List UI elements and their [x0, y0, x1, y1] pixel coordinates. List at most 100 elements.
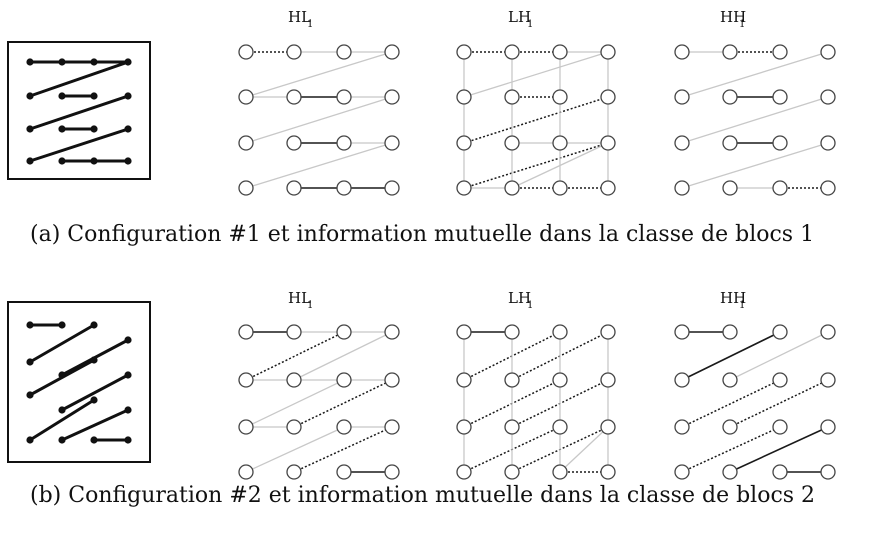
configuration-1-diagram-dot: [58, 125, 66, 133]
grid-node: [238, 419, 254, 435]
configuration-1-diagram-dot: [124, 157, 132, 165]
grid-node: [674, 324, 690, 340]
configuration-1-diagram-dot: [124, 125, 132, 133]
grid-node: [456, 44, 472, 60]
configuration-2-diagram-dot: [26, 321, 34, 329]
grid-node: [384, 372, 400, 388]
grid-edge-gray: [245, 142, 393, 189]
configuration-1-diagram-dot: [26, 157, 34, 165]
configuration-1-diagram-dot: [90, 92, 98, 100]
panel-title-hl: HL: [288, 289, 311, 307]
grid-node: [600, 44, 616, 60]
configuration-1-diagram-dot: [58, 92, 66, 100]
configuration-2-diagram-dot: [90, 396, 98, 404]
grid-node: [504, 372, 520, 388]
grid-node: [336, 44, 352, 60]
grid-node: [772, 372, 788, 388]
configuration-1-diagram-line: [29, 127, 129, 163]
grid-node: [820, 464, 836, 480]
grid-edge-dot: [463, 96, 609, 144]
configuration-1-diagram-dot: [90, 58, 98, 66]
grid-node: [336, 180, 352, 196]
grid-node: [552, 44, 568, 60]
grid-node: [820, 324, 836, 340]
configuration-2-diagram-dot: [90, 436, 98, 444]
grid-node: [722, 324, 738, 340]
grid-node: [722, 44, 738, 60]
grid-node: [552, 135, 568, 151]
configuration-2-diagram-dot: [124, 371, 132, 379]
grid-node: [552, 180, 568, 196]
grid-node: [552, 89, 568, 105]
grid-edge-gray: [729, 331, 829, 381]
configuration-2-diagram-dot: [90, 356, 98, 364]
grid-edge-solid: [681, 331, 781, 381]
grid-node: [674, 372, 690, 388]
grid-node: [674, 180, 690, 196]
panel-title-hh: HH: [720, 8, 746, 26]
grid-node: [456, 324, 472, 340]
configuration-2-diagram-dot: [58, 321, 66, 329]
grid-node: [504, 464, 520, 480]
grid-node: [820, 44, 836, 60]
grid-node: [504, 180, 520, 196]
configuration-1-diagram-dot: [26, 92, 34, 100]
grid-node: [238, 135, 254, 151]
grid-node: [600, 372, 616, 388]
panel-title-subscript: 1: [307, 19, 313, 30]
grid-node: [504, 419, 520, 435]
grid-node: [772, 44, 788, 60]
grid-node: [552, 464, 568, 480]
grid-node: [384, 135, 400, 151]
grid-edge-gray: [463, 51, 609, 98]
grid-node: [384, 324, 400, 340]
grid-node: [456, 89, 472, 105]
grid-node: [456, 372, 472, 388]
grid-node: [820, 180, 836, 196]
configuration-1-diagram-frame: [7, 41, 151, 180]
grid-node: [674, 89, 690, 105]
grid-node: [238, 324, 254, 340]
grid-node: [336, 89, 352, 105]
grid-node: [286, 89, 302, 105]
grid-node: [772, 324, 788, 340]
configuration-2-diagram-dot: [26, 436, 34, 444]
panel-title-lh: LH: [508, 8, 531, 26]
grid-node: [552, 372, 568, 388]
grid-node: [772, 180, 788, 196]
grid-node: [722, 135, 738, 151]
grid-node: [336, 324, 352, 340]
panel-title-subscript: 1: [527, 19, 533, 30]
caption-a: (a) Configuration #1 et information mutu…: [30, 222, 815, 247]
configuration-2-diagram-dot: [26, 391, 34, 399]
configuration-2-diagram-dot: [124, 436, 132, 444]
configuration-1-diagram-dot: [124, 92, 132, 100]
configuration-1-diagram-dot: [124, 58, 132, 66]
grid-edge-gray: [559, 426, 609, 473]
configuration-2-diagram: [7, 301, 151, 463]
grid-edge-dot: [293, 426, 393, 473]
grid-node: [600, 464, 616, 480]
grid-node: [456, 180, 472, 196]
panel-title-subscript: 1: [307, 300, 313, 311]
grid-node: [772, 419, 788, 435]
grid-node: [286, 372, 302, 388]
caption-b: (b) Configuration #2 et information mutu…: [30, 483, 816, 508]
panel-title-hl: HL: [288, 8, 311, 26]
grid-node: [600, 180, 616, 196]
panel-title-subscript: 1: [739, 19, 745, 30]
configuration-1-diagram-line: [29, 94, 129, 131]
grid-node: [456, 419, 472, 435]
grid-node: [384, 89, 400, 105]
grid-node: [600, 135, 616, 151]
grid-edge-gray: [245, 96, 393, 144]
grid-edge-gray: [293, 331, 393, 381]
configuration-2-diagram-line: [29, 398, 95, 442]
grid-node: [600, 324, 616, 340]
configuration-2-diagram-dot: [26, 358, 34, 366]
grid-edge-gray: [245, 51, 393, 98]
grid-node: [820, 419, 836, 435]
grid-edge-dot: [681, 426, 781, 473]
